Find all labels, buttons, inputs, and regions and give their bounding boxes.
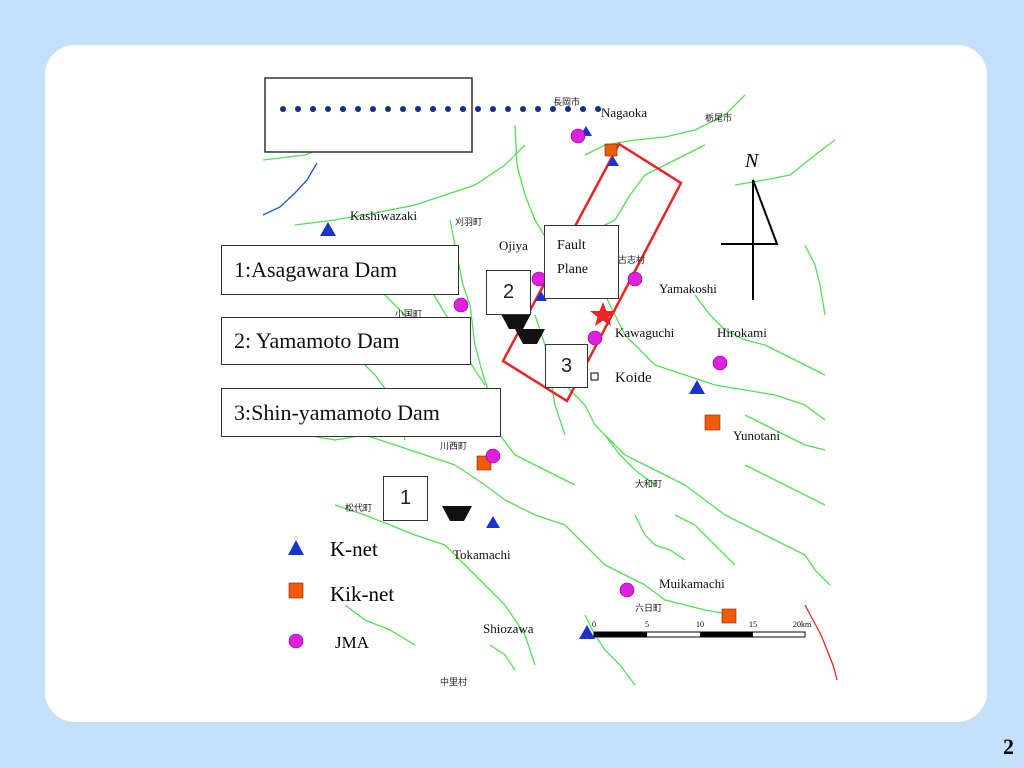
place-label-hirokami: Hirokami bbox=[717, 325, 767, 340]
scale-tick-10: 10 bbox=[696, 620, 704, 629]
jma-circle-icon bbox=[587, 330, 603, 346]
place-label-koide: Koide bbox=[615, 370, 652, 386]
jma-circle-icon bbox=[453, 297, 469, 313]
knet-triangle-icon bbox=[689, 380, 705, 394]
jma-circle-icon bbox=[712, 355, 728, 371]
dam-label-shin-yamamoto: 3:Shin-yamamoto Dam bbox=[221, 388, 501, 437]
dam-label-yamamoto: 2: Yamamoto Dam bbox=[221, 317, 471, 365]
place-label-ojiya: Ojiya bbox=[499, 238, 528, 253]
kiknet-square-icon bbox=[721, 608, 737, 624]
legend-knet-icon bbox=[288, 540, 304, 555]
north-label: N bbox=[744, 150, 760, 172]
dam-label-text: 1:Asagawara Dam bbox=[234, 257, 398, 282]
jma-circle-icon bbox=[485, 448, 501, 464]
station-legend: K-net Kik-net JMA bbox=[288, 537, 394, 652]
prefecture-boundary bbox=[804, 604, 838, 681]
dam-label-text: 3:Shin-yamamoto Dam bbox=[234, 399, 440, 425]
epicenter-star bbox=[590, 302, 616, 326]
jp-label-nakasato-village: 中里村 bbox=[440, 676, 467, 687]
place-label-kawaguchi: Kawaguchi bbox=[615, 325, 675, 340]
jp-label-matsudai-town: 松代町 bbox=[345, 502, 372, 513]
fault-plane-rectangle bbox=[501, 142, 683, 403]
knet-triangle-icon bbox=[486, 516, 500, 528]
dam-symbols bbox=[442, 314, 545, 521]
river-line bbox=[262, 162, 318, 216]
legend-jma-icon bbox=[288, 633, 304, 649]
slide-card: N bbox=[45, 45, 987, 722]
fault-plane-label: Fault Plane bbox=[557, 238, 589, 277]
scale-tick-0: 0 bbox=[592, 620, 596, 629]
knet-triangle-icon bbox=[607, 156, 619, 166]
scale-bar: 0 5 10 15 20km bbox=[592, 620, 812, 638]
jma-circle-icon bbox=[570, 128, 586, 144]
map-canvas: N bbox=[262, 77, 838, 687]
legend-knet-label: K-net bbox=[330, 537, 378, 561]
place-label-muikamachi: Muikamachi bbox=[659, 576, 725, 591]
jp-label-nagaoka-city: 長岡市 bbox=[553, 96, 580, 107]
dam-icon bbox=[501, 314, 531, 329]
legend-jma-label: JMA bbox=[335, 633, 370, 652]
scale-tick-5: 5 bbox=[645, 620, 649, 629]
jma-circle-icon bbox=[619, 582, 635, 598]
scale-tick-20: 20km bbox=[793, 620, 812, 629]
kiknet-square-icon bbox=[604, 143, 618, 157]
railway-dotted-line bbox=[280, 106, 601, 112]
knet-stations bbox=[320, 126, 705, 639]
legend-kiknet-label: Kik-net bbox=[330, 582, 394, 606]
jp-label-kawanishi-town: 川西町 bbox=[440, 441, 467, 451]
kiknet-stations bbox=[476, 143, 737, 624]
place-label-kashiwazaki: Kashiwazaki bbox=[350, 208, 418, 223]
jp-label-koshi-village: 古志村 bbox=[618, 254, 645, 265]
place-label-shiozawa: Shiozawa bbox=[483, 621, 534, 636]
place-label-yunotani: Yunotani bbox=[733, 428, 780, 443]
scale-tick-15: 15 bbox=[749, 620, 757, 629]
dam-label-asagawara: 1:Asagawara Dam bbox=[221, 245, 459, 295]
kiknet-square-icon bbox=[704, 414, 721, 431]
jp-label-oguni-town: 小国町 bbox=[395, 309, 422, 319]
dam-icon bbox=[442, 506, 472, 521]
dam-number-2: 2 bbox=[486, 270, 531, 315]
place-label-tokamachi: Tokamachi bbox=[453, 547, 511, 562]
railway-legend-box bbox=[264, 77, 473, 153]
dam-icon bbox=[515, 329, 545, 344]
legend-kiknet-icon bbox=[288, 582, 304, 599]
jp-label-muika-town: 六日町 bbox=[635, 602, 662, 613]
fault-plane-label-box: Fault Plane bbox=[544, 225, 619, 299]
jma-stations bbox=[453, 128, 728, 598]
knet-triangle-icon bbox=[579, 625, 595, 639]
jma-circle-icon bbox=[627, 271, 643, 287]
place-label-nagaoka: Nagaoka bbox=[601, 105, 647, 120]
jp-label-kariwa-town: 刈羽町 bbox=[455, 216, 482, 227]
dam-number-1: 1 bbox=[383, 476, 428, 521]
place-label-yamakoshi: Yamakoshi bbox=[659, 281, 717, 296]
dam-number-3: 3 bbox=[545, 344, 588, 388]
knet-triangle-icon bbox=[320, 222, 336, 236]
dam-label-text: 2: Yamamoto Dam bbox=[234, 328, 400, 353]
jp-label-yamato-town: 大和町 bbox=[635, 478, 662, 489]
koide-station-marker bbox=[590, 372, 599, 381]
north-arrow: N bbox=[721, 150, 779, 300]
jp-label-tochio-city: 栃尾市 bbox=[705, 112, 732, 123]
page-number: 2 bbox=[1003, 734, 1014, 759]
